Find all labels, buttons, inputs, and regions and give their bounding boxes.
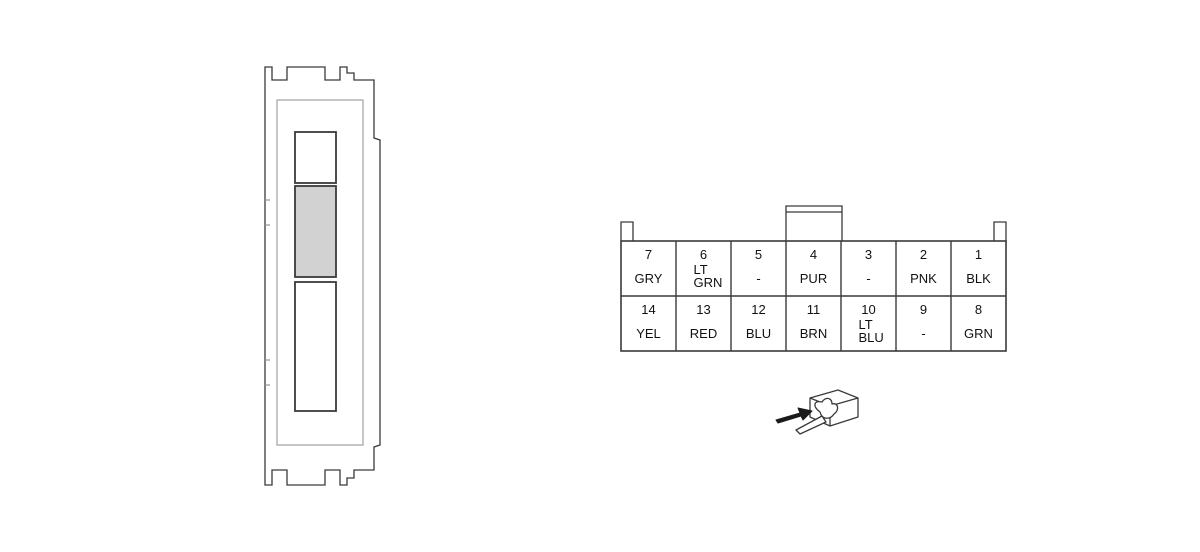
- pin-number: 7: [645, 247, 652, 262]
- lower-slot: [294, 281, 337, 412]
- probe-shaft: [795, 415, 827, 435]
- pin-number: 12: [751, 302, 765, 317]
- connector-lock-tab: [785, 205, 843, 241]
- fuse-block: [264, 66, 381, 486]
- pin-number: 8: [975, 302, 982, 317]
- pin-number: 13: [696, 302, 710, 317]
- middle-slot: [294, 185, 337, 278]
- probe-hand: [814, 397, 839, 419]
- pin-number: 10: [861, 302, 875, 317]
- pin-number: 1: [975, 247, 982, 262]
- pin-number: 14: [641, 302, 655, 317]
- pin-wire-color: GRY: [635, 271, 663, 286]
- upper-slot: [294, 131, 337, 184]
- pin-wire-color: -: [756, 271, 760, 286]
- pin-number: 4: [810, 247, 817, 262]
- pin-number: 3: [865, 247, 872, 262]
- connector-column-dividers: [675, 241, 952, 351]
- pin-number: 11: [807, 302, 821, 317]
- connector-right-ear: [993, 221, 1007, 241]
- pin-number: 6: [700, 247, 707, 262]
- pin-cell-9: 9-: [920, 302, 927, 341]
- connector-left-ear: [620, 221, 634, 241]
- pin-cell-5: 5-: [755, 247, 762, 286]
- pin-wire-color: PUR: [800, 271, 827, 286]
- probe-insertion-icon: [775, 389, 859, 435]
- pin-wire-color: YEL: [636, 326, 661, 341]
- pin-wire-color: BLU: [746, 326, 771, 341]
- pin-wire-color: RED: [690, 326, 717, 341]
- pin-number: 5: [755, 247, 762, 262]
- pin-number: 2: [920, 247, 927, 262]
- pin-number: 9: [920, 302, 927, 317]
- pin-wire-color: BLK: [966, 271, 991, 286]
- fuse-block-inner-outline: [276, 99, 364, 446]
- pin-wire-color: PNK: [910, 271, 937, 286]
- fuse-block-outline: [264, 66, 381, 486]
- pin-wire-color: -: [866, 271, 870, 286]
- pin-wire-color: GRN: [964, 326, 993, 341]
- probe-arrow: [775, 407, 813, 424]
- pin-wire-color: -: [921, 326, 925, 341]
- pin-cell-3: 3-: [865, 247, 872, 286]
- pin-wire-color: BRN: [800, 326, 827, 341]
